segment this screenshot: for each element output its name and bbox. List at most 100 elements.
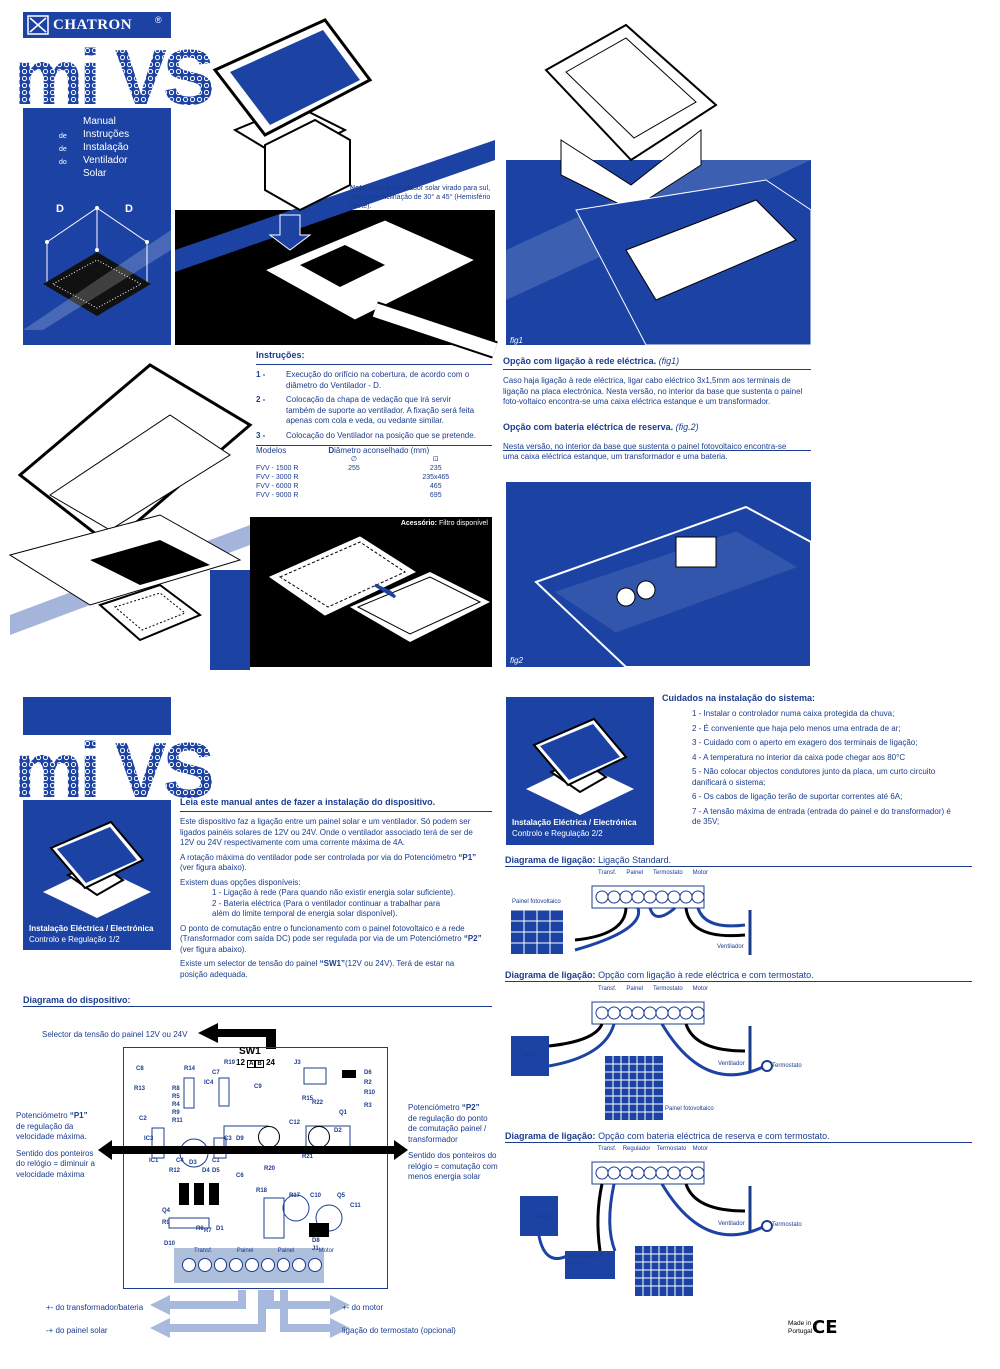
- pcb-component-label: D3: [189, 1160, 197, 1166]
- instructions-section: Instruções: 1 -Execução do orifício na c…: [256, 350, 492, 500]
- page3-p2: A rotação máxima do ventilador pode ser …: [180, 852, 477, 873]
- pcb-component-label: R19: [224, 1060, 236, 1066]
- page3-badge-title: Instalação Eléctrica / Electrónica: [29, 924, 154, 933]
- brand-name: CHATRON: [53, 17, 133, 33]
- pcb-component-label: R10: [364, 1090, 376, 1096]
- pcb-component-label: Q4: [162, 1208, 171, 1214]
- fig2-title: Opção com bateria eléctrica de reserva. …: [503, 421, 699, 432]
- brand-bar: CHATRON ®: [23, 12, 171, 38]
- pcb-component-label: D4: [202, 1168, 210, 1174]
- care-section: Cuidados na instalação do sistema: 1 - I…: [662, 693, 982, 832]
- manual-title-line: Solar: [83, 168, 107, 179]
- diag1-title: Diagrama de ligação: Ligação Standard.: [505, 855, 672, 865]
- pcb-component-label: D2: [334, 1128, 342, 1134]
- product-logo-text: mi VS: [14, 33, 212, 121]
- instructions-title: Instruções:: [256, 350, 305, 360]
- dim-label-right: D: [125, 203, 133, 215]
- pcb-component-label: R8: [172, 1086, 180, 1092]
- pcb-component-label: R20: [264, 1166, 276, 1172]
- arrow-label-transformer: +- do transformador/bateria: [46, 1303, 144, 1312]
- arrow-label-thermostat: ligação do termostato (opcional): [342, 1326, 456, 1335]
- sw1-switch[interactable]: SW1: [239, 1046, 261, 1057]
- cover-note: Nota: Aplicar ventilador solar virado pa…: [350, 184, 498, 211]
- filter-illustration: [268, 536, 490, 642]
- pcb-component-label: D5: [212, 1168, 220, 1174]
- fig1-text: Caso haja ligação à rede eléctrica, liga…: [503, 376, 803, 406]
- page4-badge: Instalação Eléctrica / Electrónica Contr…: [506, 697, 654, 845]
- diag2-thermo-label: Termostato: [772, 1063, 802, 1069]
- bottom-wire-arrows: [150, 1290, 350, 1338]
- diag3-battery-label: Bateria: [534, 1214, 554, 1220]
- arrow-label-motor: +- do motor: [342, 1303, 384, 1312]
- solar-fan-illustration-top: [175, 18, 498, 359]
- page3-opt2: 2 - Bateria eléctrica (Para o ventilador…: [212, 898, 441, 919]
- table-header-models: Modelos: [256, 446, 287, 455]
- solar-panel-icon-2: [526, 717, 634, 815]
- page3-text: Leia este manual antes de fazer a instal…: [180, 797, 492, 980]
- diag2-panel-label: Painel fotovoltaico: [665, 1106, 714, 1112]
- list-item: 7 - A tensão máxima de entrada (entrada …: [692, 806, 951, 827]
- pcb-component-label: R3: [364, 1103, 372, 1109]
- note-text: Aplicar ventilador solar virado para sul…: [350, 185, 491, 210]
- diag3-regulator-label: Regulador de carga: [568, 1254, 605, 1266]
- pcb-component-label: R13: [134, 1086, 146, 1092]
- hole-diagram: [23, 206, 171, 330]
- pcb-component-label: C10: [310, 1193, 322, 1199]
- pcb-terminal-block: [182, 1258, 323, 1272]
- dim-label-left: D: [56, 203, 64, 215]
- diag1-wiring: [511, 885, 752, 955]
- p1-label: Potenciómetro “P1” de regulação da veloc…: [16, 1111, 95, 1179]
- pcb-component-label: R6: [196, 1226, 204, 1232]
- diag3-wiring: [520, 1161, 773, 1296]
- page3-opt1: 1 - Ligação à rede (Para quando não exis…: [212, 888, 456, 897]
- pcb-component-label: R2: [364, 1080, 372, 1086]
- pcb-component-label: D9: [236, 1136, 244, 1142]
- product-logo-art-2: mi VS: [14, 726, 216, 814]
- manual-title-line: Manual: [83, 116, 116, 127]
- pcb-component-label: C11: [350, 1203, 361, 1209]
- page3-lead: Leia este manual antes de fazer a instal…: [180, 797, 436, 807]
- diag1-fan-label: Ventilador: [717, 944, 744, 950]
- pcb-component-label: IC1: [149, 1158, 159, 1164]
- round-symbol: ∅: [350, 456, 357, 463]
- fig2-text: Nesta versão, no interior da base que su…: [503, 441, 787, 462]
- accessory-panel: Acessório: Filtro disponível: [250, 517, 492, 667]
- pcb-component-label: Q5: [337, 1193, 346, 1199]
- pcb-component-label: C1: [212, 1158, 220, 1164]
- pcb-component-label: R22: [312, 1100, 324, 1106]
- list-item: 4 - A temperatura no interior da caixa p…: [692, 752, 906, 762]
- pcb-component-label: C3: [224, 1136, 232, 1142]
- list-item: 6 - Os cabos de ligação terão de suporta…: [692, 792, 903, 801]
- pcb-component-label: C9: [254, 1084, 262, 1090]
- pcb-component-label: C4: [176, 1158, 184, 1164]
- pcb-component-label: C6: [236, 1173, 244, 1179]
- pcb-component-label: J3: [294, 1060, 301, 1066]
- list-item: 3 - Cuidado com o aperto em exagero dos …: [692, 738, 918, 747]
- diag3-fan-label: Ventilador: [718, 1221, 745, 1227]
- note-label: Nota:: [350, 185, 368, 192]
- pcb-component-label: Q1: [339, 1110, 348, 1116]
- selector-label: Selector da tensão do painel 12V ou 24V: [42, 1030, 188, 1039]
- list-item: 2 - É conveniente que haja pelo menos um…: [692, 723, 901, 733]
- p1-p2-direction-arrow: [98, 1140, 408, 1160]
- product-logo-art: mi VS: [14, 33, 216, 121]
- pcb-component-label: R21: [302, 1154, 314, 1160]
- pcb-component-label: C7: [212, 1070, 220, 1076]
- instruction-step: 2 -Colocação da chapa de vedação que irá…: [256, 395, 475, 425]
- pcb-component-label: D1: [216, 1226, 224, 1232]
- brand-logo-icon: [27, 15, 49, 35]
- pcb-component-label: R11: [172, 1118, 183, 1124]
- list-item: 5 - Não colocar objectos condutores junt…: [692, 767, 936, 787]
